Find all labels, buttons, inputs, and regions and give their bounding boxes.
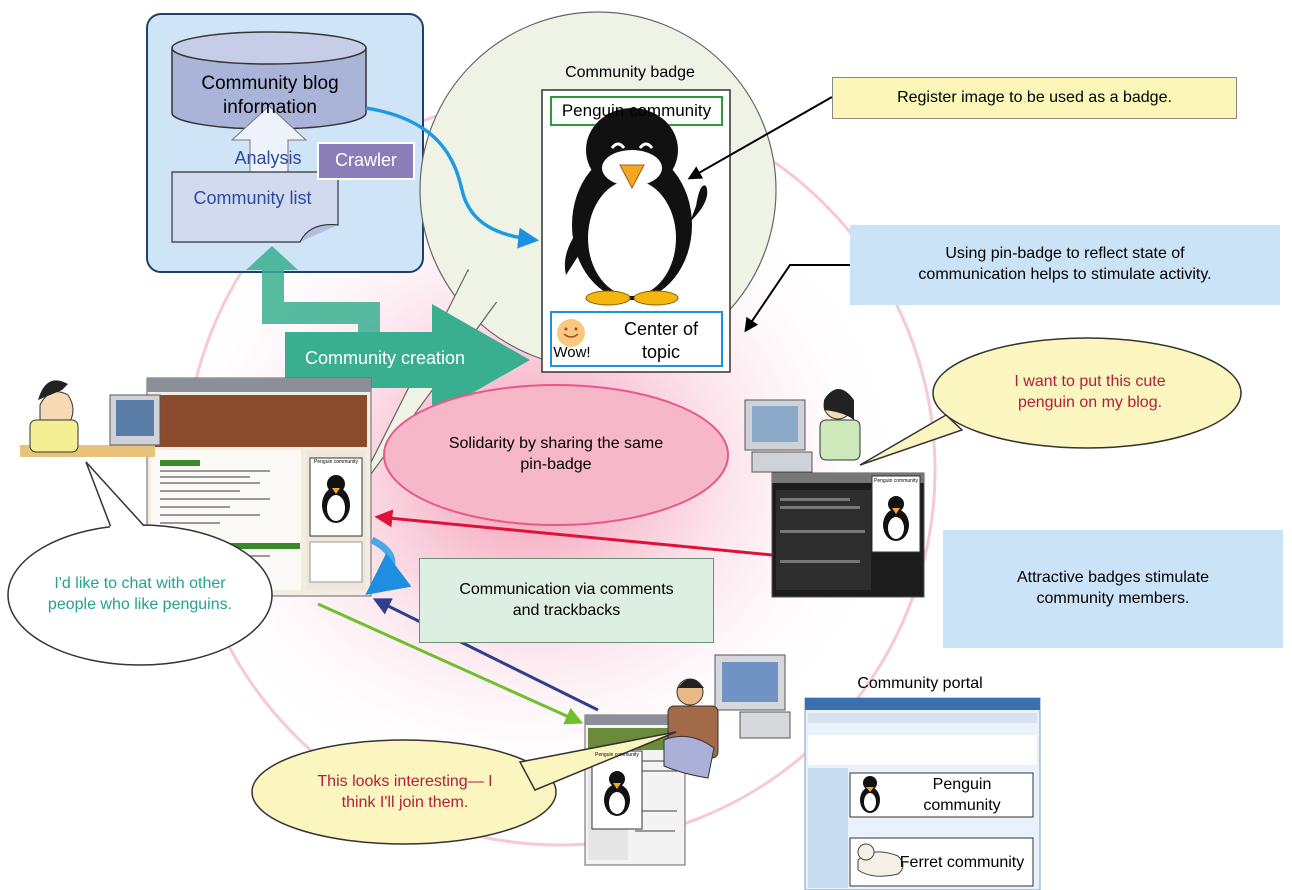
bottom-mini-badge-label: Penguin community <box>595 752 639 758</box>
left-person-illustration <box>20 380 161 457</box>
navy-arrow <box>372 598 599 712</box>
right-speech-bubble <box>859 337 1242 466</box>
right-speech-text: I want to put this cute penguin on my bl… <box>1014 373 1166 411</box>
pin-state-callout: Using pin-badge to reflect state of comm… <box>850 225 1280 305</box>
portal-screenshot <box>804 697 1041 890</box>
solidarity-label: Solidarity by sharing the same pin-badge <box>448 435 664 473</box>
database-panel <box>146 13 424 273</box>
bottom-person-illustration <box>663 654 791 779</box>
portal-penguin-item[interactable]: Penguin community <box>923 776 1001 814</box>
badge-status: Center of topic <box>623 319 699 362</box>
bottom-blog-screenshot <box>584 714 686 866</box>
wow-smiley-icon <box>557 319 585 347</box>
register-callout: Register image to be used as a badge. <box>832 77 1237 119</box>
bottom-speech-text: This looks interesting— I think I'll joi… <box>317 773 493 811</box>
badge-name: Penguin community <box>561 100 712 120</box>
analysis-label: Analysis <box>234 148 302 168</box>
right-mini-badge-label: Penguin community <box>874 478 918 484</box>
communication-box: Communication via comments and trackback… <box>419 558 714 643</box>
left-speech-bubble <box>7 461 273 666</box>
bottom-speech-bubble <box>251 731 677 845</box>
right-blog-screenshot <box>771 472 925 598</box>
red-arrow <box>374 509 773 557</box>
badge-card <box>541 89 731 373</box>
community-list-label: Community list <box>193 188 312 208</box>
badge-wow: Wow! <box>553 344 591 361</box>
attractive-callout: Attractive badges stimulate community me… <box>943 530 1283 648</box>
register-leader-arrow <box>687 96 833 180</box>
penguin-icon <box>564 108 708 306</box>
pin-state-leader-arrow <box>744 264 850 333</box>
left-blog-screenshot <box>146 377 372 597</box>
solidarity-ellipse <box>383 384 729 526</box>
left-speech-text: I'd like to chat with other people who l… <box>47 575 233 613</box>
db-title: Community blog information <box>201 73 339 118</box>
left-mini-badge-label: Penguin community <box>314 459 358 465</box>
cyan-cycle-arrow <box>365 536 412 596</box>
portal-ferret-item[interactable]: Ferret community <box>899 853 1025 871</box>
db-to-badge-arrow <box>365 106 540 249</box>
green-arrow <box>317 602 584 725</box>
community-creation-label: Community creation <box>304 348 466 369</box>
crawler-label: Crawler <box>334 150 397 171</box>
portal-title: Community portal <box>857 675 983 692</box>
right-person-illustration <box>744 389 861 473</box>
badge-heading: Community badge <box>565 64 695 81</box>
up-flow-arrow <box>246 246 380 332</box>
